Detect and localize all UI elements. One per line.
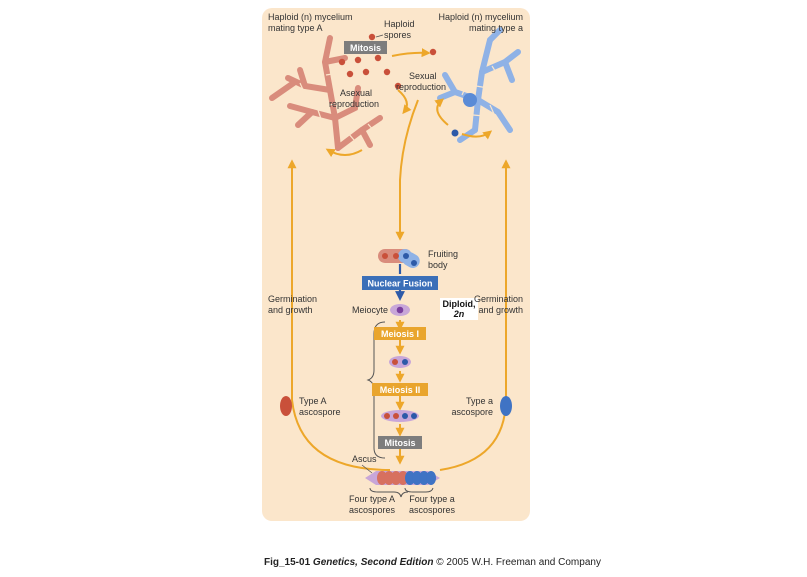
mycelium-type-a: [437, 27, 521, 143]
mycelium-type-A-segments: [299, 72, 375, 141]
germination-left-label-1: Germination: [268, 294, 317, 304]
meiosis-1-label: Meiosis I: [381, 329, 419, 339]
germination-left-label-2: and growth: [268, 305, 313, 315]
meiosis-1-box: [374, 327, 426, 340]
mitosis-bottom-box: [378, 436, 422, 449]
meiocyte-label: Meiocyte: [352, 305, 388, 315]
four-A-label-2: ascospores: [349, 505, 396, 515]
germination-right-label-2: and growth: [478, 305, 523, 315]
haploid-spores-leader: [375, 34, 384, 38]
meiosis-2-label: Meiosis II: [380, 385, 421, 395]
mitosis-top-label: Mitosis: [350, 43, 381, 53]
arrow-spore-a-loop: [434, 98, 449, 126]
asexual-label-1: Asexual: [340, 88, 372, 98]
four-A-label-1: Four type A: [349, 494, 395, 504]
germination-right-label-1: Germination: [474, 294, 523, 304]
haploid-spores-label-2: spores: [384, 30, 412, 40]
haploid-A-label-1: Haploid (n) mycelium: [268, 12, 353, 22]
ascus-label: Ascus: [352, 454, 377, 464]
type-a-label-2: ascospore: [451, 407, 493, 417]
type-A-label-2: ascospore: [299, 407, 341, 417]
sexual-label-2: reproduction: [396, 82, 446, 92]
type-a-fusing-cell: [463, 93, 477, 107]
asexual-label-2: reproduction: [329, 99, 379, 109]
haploid-a-label-1: Haploid (n) mycelium: [438, 12, 523, 22]
nuclear-fusion-label: Nuclear Fusion: [367, 279, 432, 289]
caption-fig-id: Fig_15-01: [264, 557, 311, 568]
arrow-asexual-return: [325, 148, 363, 158]
type-a-spore: [451, 129, 459, 137]
sexual-label-1: Sexual: [409, 71, 437, 81]
type-A-ascospore: [280, 396, 292, 416]
arrow-asexual: [397, 89, 412, 115]
brace-four-A: [369, 487, 409, 498]
figure-caption: Fig_15-01 Genetics, Second Edition © 200…: [264, 557, 601, 568]
four-a-label-2: ascospores: [409, 505, 456, 515]
fruiting-label-1: Fruiting: [428, 249, 458, 259]
mitosis-bottom-label: Mitosis: [384, 438, 415, 448]
meiocyte-nucleus: [396, 306, 404, 314]
four-a-label-1: Four type a: [409, 494, 455, 504]
caption-copyright: © 2005 W.H. Freeman and Company: [436, 557, 601, 568]
ascus: [365, 471, 440, 485]
type-A-label-1: Type A: [299, 396, 327, 406]
mycelium-type-a-segments: [461, 65, 498, 117]
mycelium-type-A: [269, 35, 383, 151]
type-a-label-1: Type a: [466, 396, 493, 406]
arrow-sexual-down: [395, 99, 419, 241]
arrow-spore-a-to-mycelium: [461, 130, 493, 140]
haploid-spores-label-1: Haploid: [384, 19, 415, 29]
caption-book-title: Genetics, Second Edition: [312, 557, 434, 568]
cell-after-meiosis-2: [381, 410, 419, 422]
meiosis-2-box: [372, 383, 428, 396]
nuclear-fusion-box: [362, 276, 438, 290]
haploid-spores: [338, 33, 437, 90]
ascus-leader: [361, 464, 373, 474]
fruiting-body: [378, 249, 420, 268]
type-a-ascospore: [500, 396, 512, 416]
mitosis-top-box: [344, 41, 387, 54]
diploid-label-2: 2n: [453, 309, 465, 319]
brace-four-a: [404, 487, 434, 493]
diploid-box: [440, 298, 478, 320]
fruiting-label-2: body: [428, 260, 448, 270]
diploid-label-1: Diploid,: [443, 299, 476, 309]
arrow-spores-to-a: [391, 48, 431, 58]
haploid-A-label-2: mating type A: [268, 23, 323, 33]
haploid-a-label-2: mating type a: [469, 23, 523, 33]
cell-after-meiosis-1: [389, 356, 411, 368]
